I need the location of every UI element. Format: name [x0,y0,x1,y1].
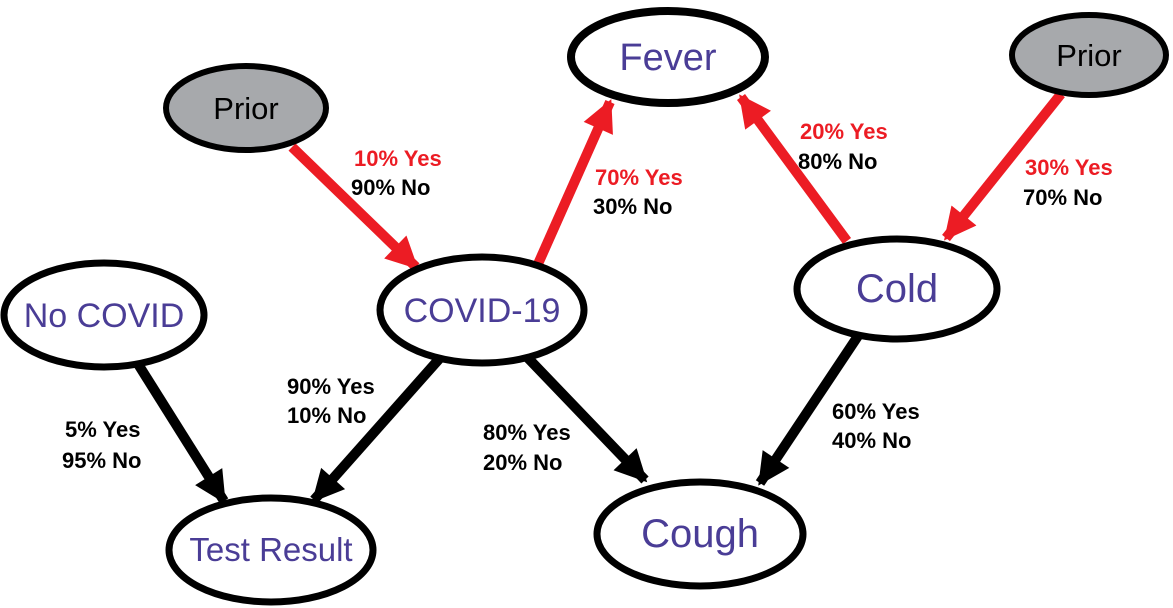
node-prior-left: Prior [163,63,329,153]
cold-label: Cold [856,267,938,311]
edge-prior-right-to-cold-yes-label: 30% Yes [1025,155,1113,180]
node-fever: Fever [567,7,769,107]
edge-nocovid-to-testresult: 5% Yes 95% No [62,361,229,504]
edge-cold-to-fever-yes-label: 20% Yes [800,119,888,144]
edge-prior-right-to-cold-no-label: 70% No [1023,185,1102,210]
edge-cold-to-cough-yes-label: 60% Yes [832,399,920,424]
edge-covid19-to-fever-arrow [533,99,615,267]
node-prior-right: Prior [1009,12,1169,98]
edge-covid19-to-cough-no-label: 20% No [483,450,562,475]
no-covid-label: No COVID [24,297,185,335]
edge-cold-to-cough-arrow [755,333,863,486]
edge-covid19-to-cough: 80% Yes 20% No [483,353,649,484]
prior-left-label: Prior [213,91,278,126]
edge-prior-left-to-covid19-no-label: 90% No [351,175,430,200]
edge-covid19-to-fever-no-label: 30% No [593,194,672,219]
cough-label: Cough [641,512,759,556]
edge-nocovid-to-testresult-yes-label: 5% Yes [65,417,140,442]
edge-covid19-to-testresult: 90% Yes 10% No [287,354,444,504]
edge-covid19-to-testresult-no-label: 10% No [287,403,366,428]
edge-covid19-to-testresult-yes-label: 90% Yes [287,374,375,399]
edge-covid19-to-fever-yes-label: 70% Yes [595,165,683,190]
covid-19-ellipse [376,253,588,367]
node-no-covid: No COVID [0,259,208,371]
edge-cold-to-cough-no-label: 40% No [832,428,911,453]
edge-prior-left-to-covid19: 10% Yes 90% No [288,143,442,271]
edge-prior-left-to-covid19-arrow [288,143,420,271]
edge-prior-left-to-covid19-yes-label: 10% Yes [354,146,442,171]
edge-prior-right-to-cold-arrow [942,90,1065,242]
fever-label: Fever [619,37,716,79]
node-cough: Cough [593,478,807,590]
edge-covid19-to-testresult-arrow [310,354,444,504]
edge-cold-to-fever-no-label: 80% No [798,149,877,174]
test-result-ellipse [165,494,377,606]
prior-left-ellipse [163,63,329,153]
edge-cold-to-fever-arrow [736,94,852,244]
edge-covid19-to-cough-arrow [523,353,649,484]
cold-ellipse [793,235,1001,343]
edge-prior-right-to-cold: 30% Yes 70% No [942,90,1113,242]
edge-cold-to-cough: 60% Yes 40% No [755,333,920,486]
fever-ellipse [567,7,769,107]
edge-nocovid-to-testresult-arrow [133,361,229,504]
node-covid-19: COVID-19 [376,253,588,367]
edge-cold-to-fever: 20% Yes 80% No [736,94,888,244]
node-test-result: Test Result [165,494,377,606]
prior-right-label: Prior [1056,38,1121,73]
cough-ellipse [593,478,807,590]
edge-nocovid-to-testresult-no-label: 95% No [62,448,141,473]
edge-covid19-to-cough-yes-label: 80% Yes [483,420,571,445]
covid-19-label: COVID-19 [404,292,561,330]
prior-right-ellipse [1009,12,1169,98]
edge-covid19-to-fever: 70% Yes 30% No [533,99,683,267]
no-covid-ellipse [0,259,208,371]
node-cold: Cold [793,235,1001,343]
test-result-label: Test Result [189,531,352,568]
